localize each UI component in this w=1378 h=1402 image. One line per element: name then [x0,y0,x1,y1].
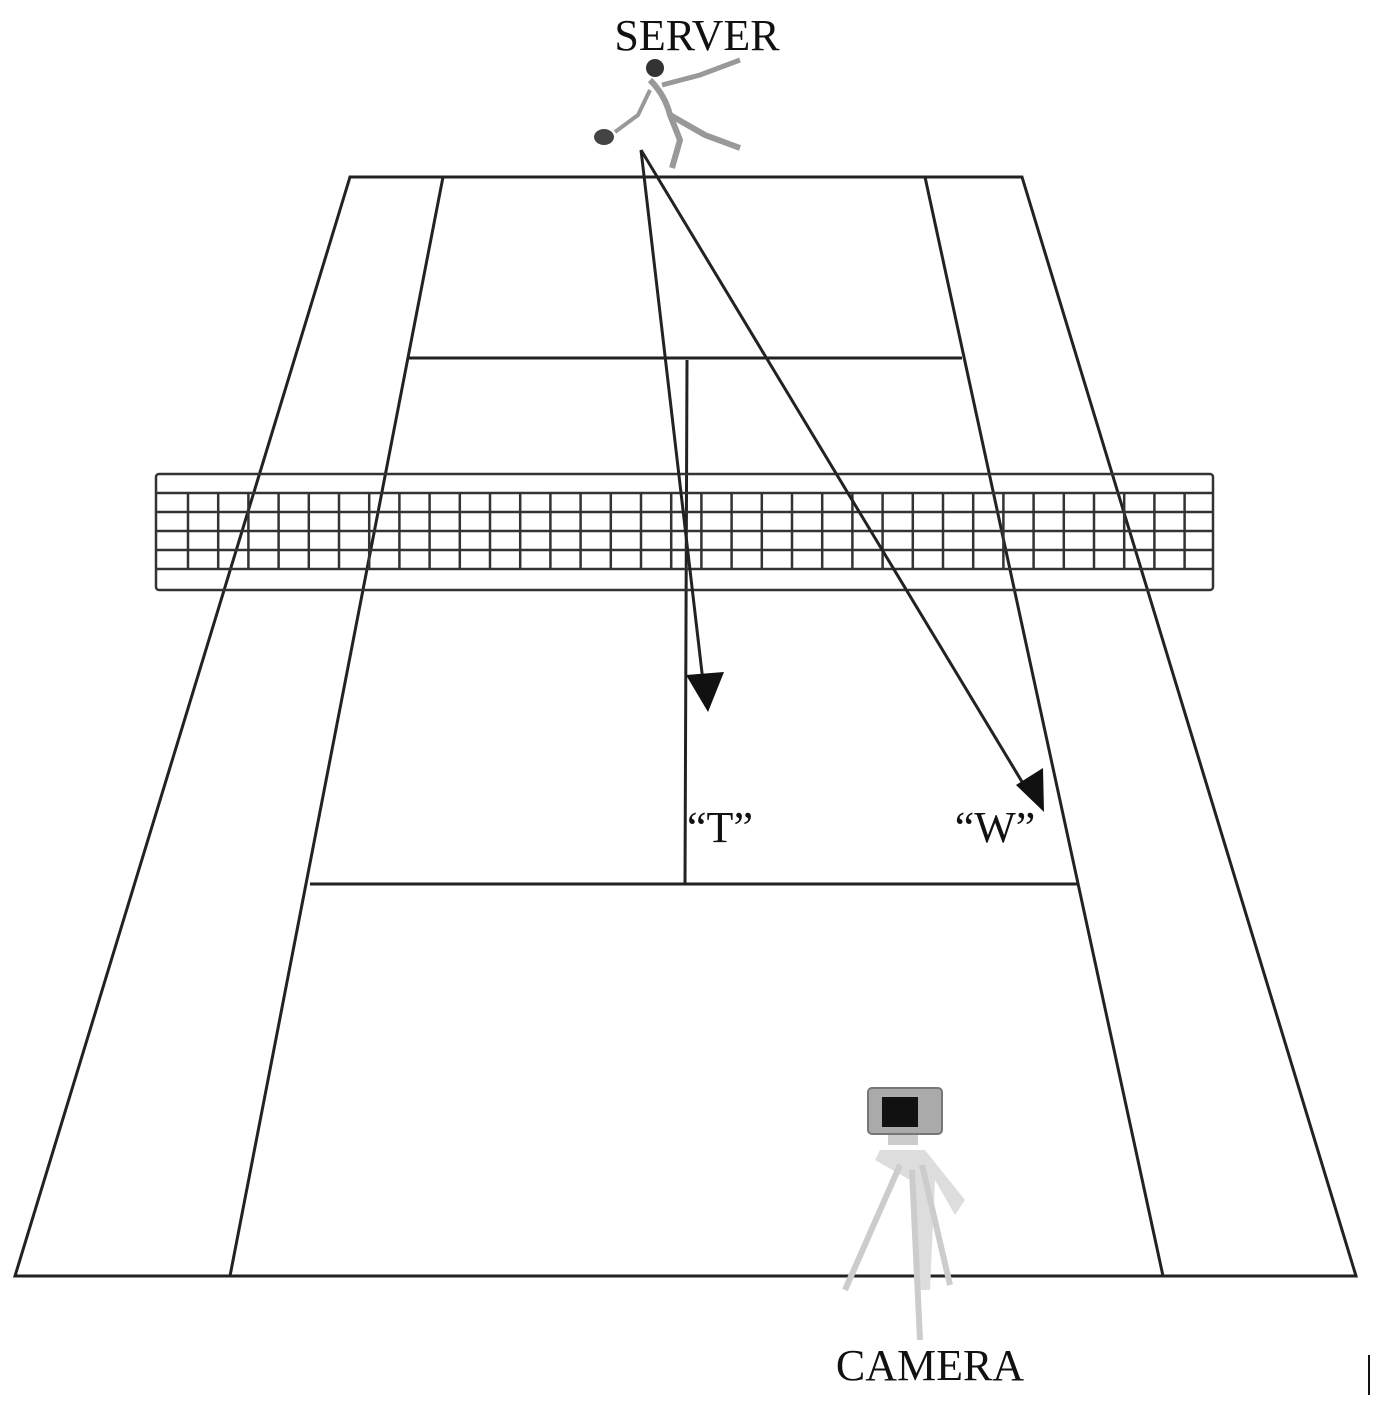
arrow-w [639,149,1032,796]
camera-icon [842,1087,965,1341]
arrowhead-t [686,672,724,712]
serve-arrows [639,149,1044,812]
camera-label: CAMERA [836,1341,1024,1390]
w-target-label: “W” [955,803,1036,852]
t-target-label: “T” [687,803,753,852]
right-singles-line [923,176,1165,1277]
net [154,472,1215,592]
server-label: SERVER [614,11,780,60]
arrow-t [639,149,706,691]
center-service-line [683,359,689,885]
arrowhead-w [1016,768,1044,812]
court-outline [12,175,1359,1278]
server-figure-icon [594,57,742,169]
left-singles-line [228,176,445,1277]
court [12,175,1359,1278]
